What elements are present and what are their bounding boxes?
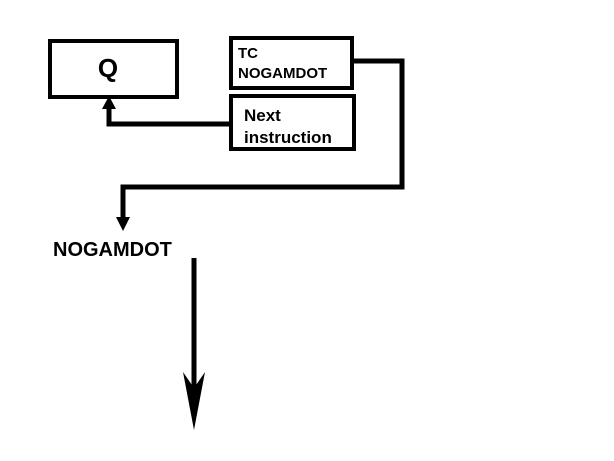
arrowhead-continue-down: [183, 372, 205, 430]
box-q-label: Q: [98, 53, 118, 83]
box-tc-label-line2: NOGAMDOT: [238, 65, 327, 82]
box-tc-nogamdot: [229, 36, 354, 90]
box-q: [48, 39, 179, 99]
box-next-label-line2: instruction: [244, 128, 332, 147]
arrowhead-into-target: [116, 217, 130, 231]
connector-next-to-q: [106, 107, 231, 127]
arrowhead-into-q: [102, 96, 116, 109]
target-label-nogamdot: NOGAMDOT: [53, 239, 172, 261]
box-next-label-line1: Next: [244, 106, 281, 125]
box-tc-label-line1: TC: [238, 45, 258, 62]
box-next-instruction: [229, 94, 356, 151]
connector-tc-to-target: [120, 58, 405, 220]
